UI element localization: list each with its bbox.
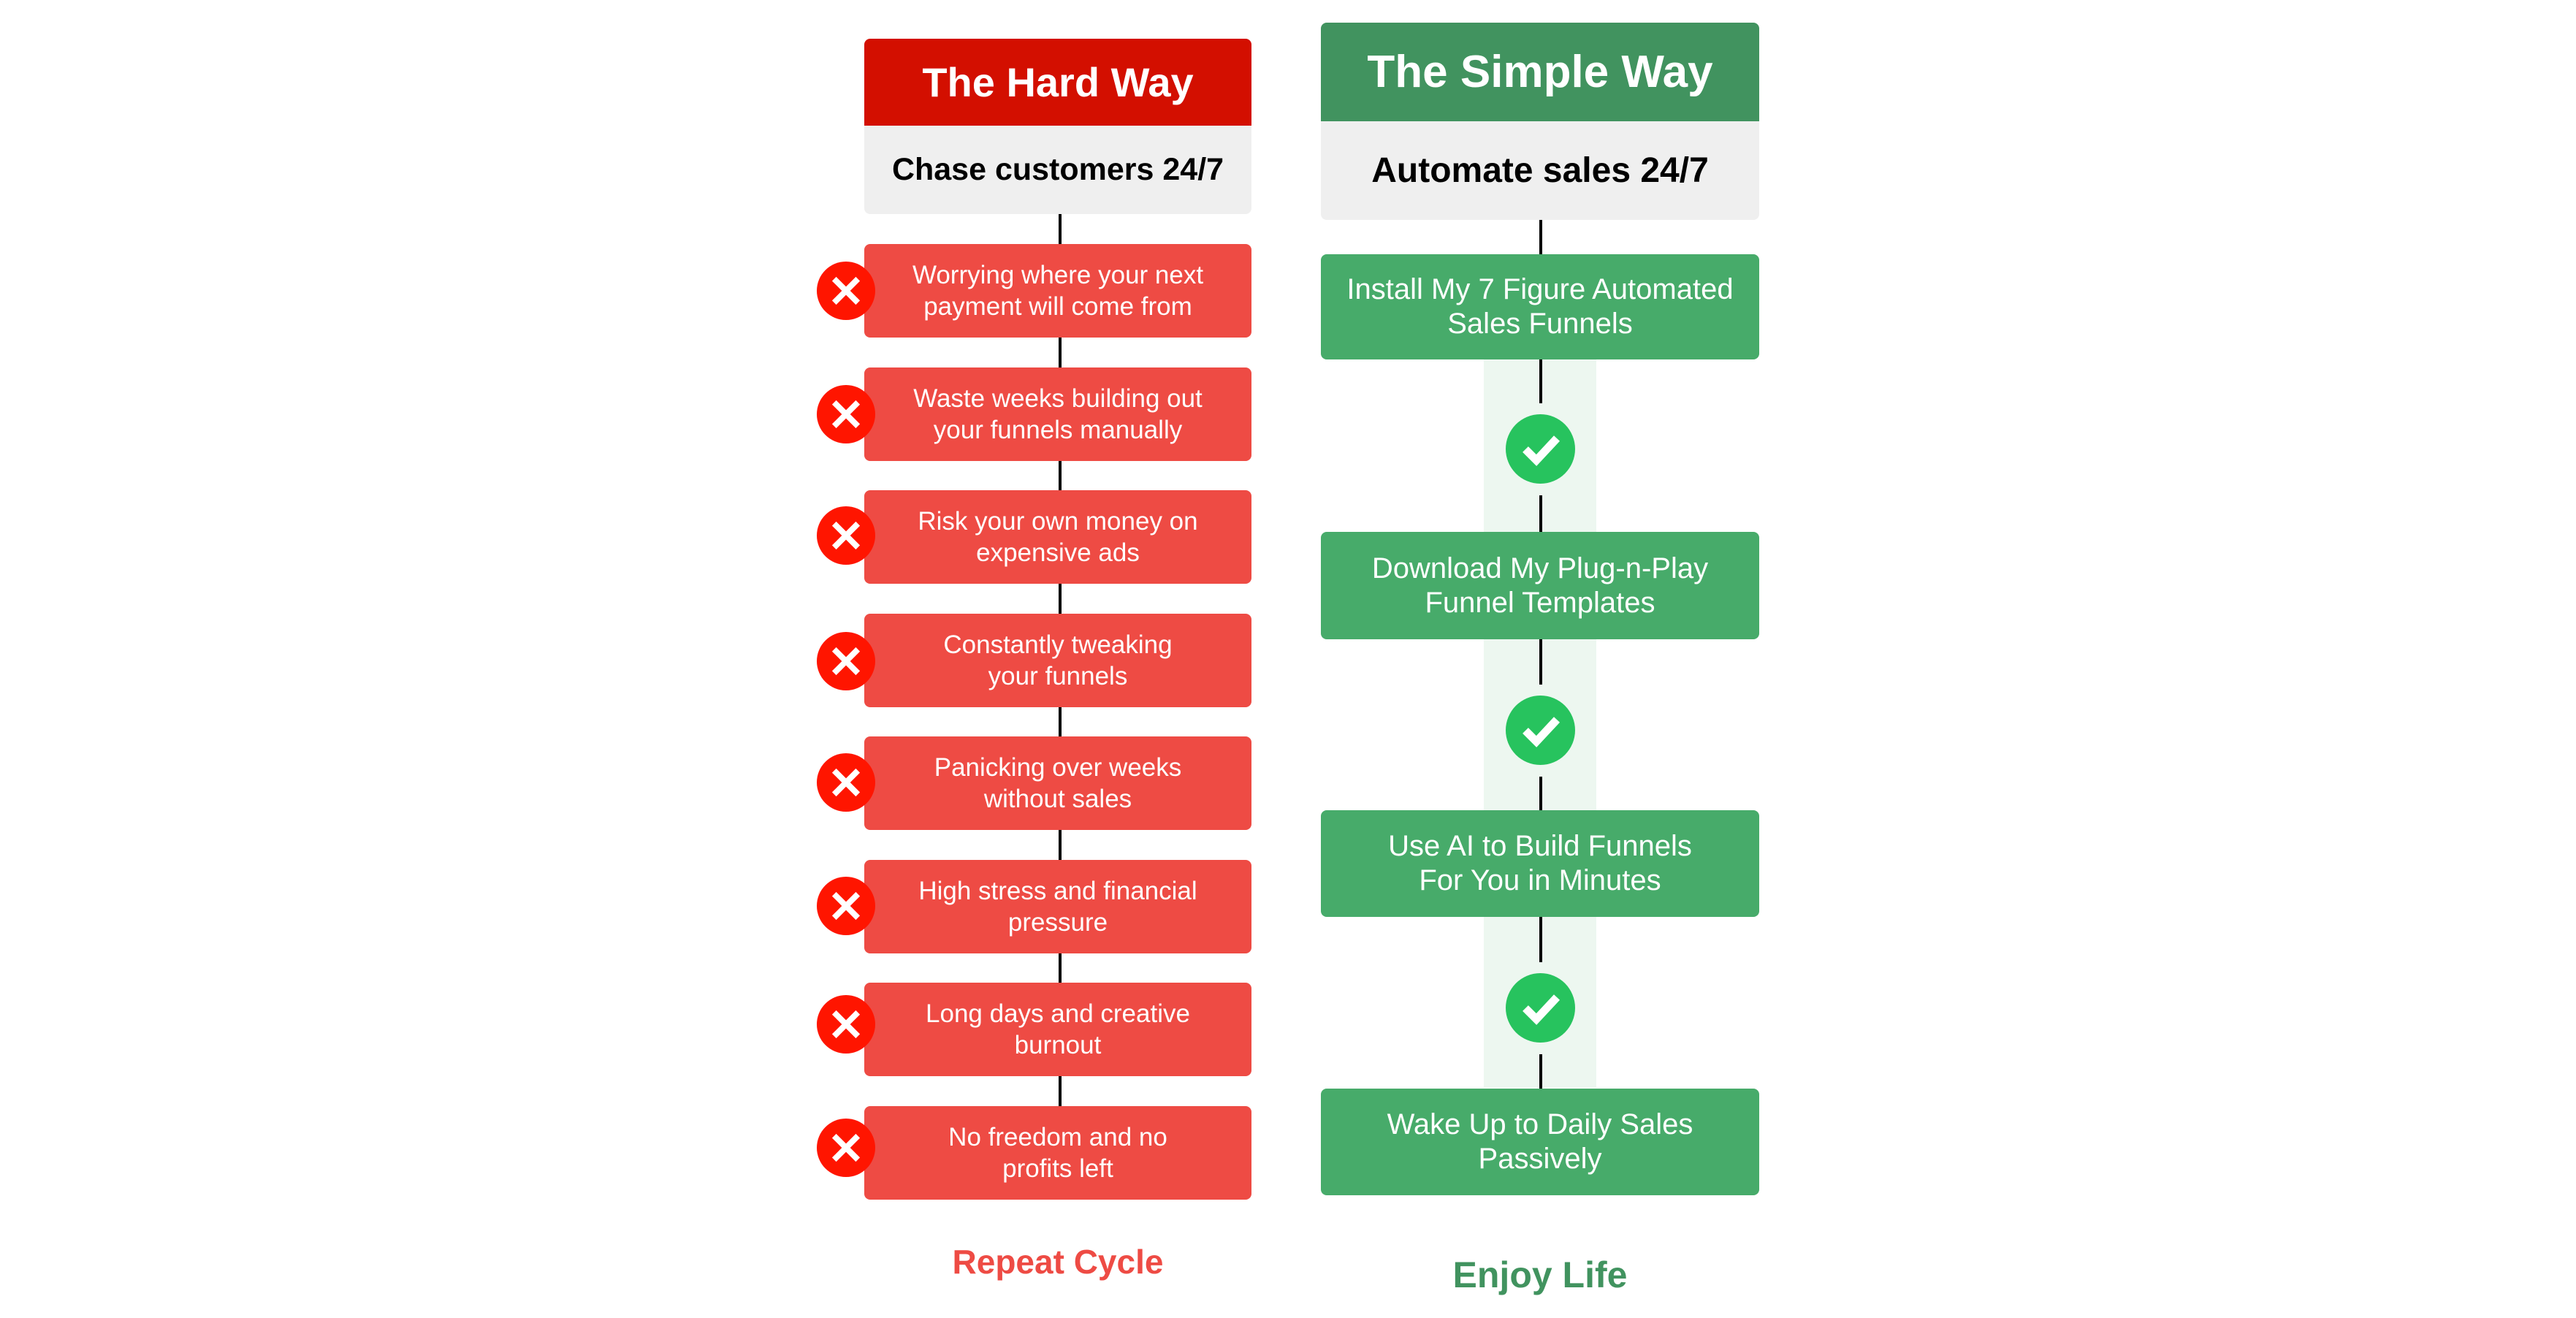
x-circle-icon: [817, 262, 875, 320]
connector-line: [1059, 707, 1062, 737]
hard-way-title: The Hard Way: [864, 39, 1251, 126]
hard-way-step: Waste weeks building out your funnels ma…: [864, 367, 1251, 461]
connector-line: [1539, 1054, 1542, 1089]
hard-way-subtitle: Chase customers 24/7: [864, 126, 1251, 214]
connector-line: [1539, 777, 1542, 810]
simple-way-step: Wake Up to Daily Sales Passively: [1321, 1089, 1759, 1195]
connector-line: [1059, 953, 1062, 983]
simple-way-subtitle: Automate sales 24/7: [1321, 121, 1759, 220]
x-circle-icon: [817, 753, 875, 812]
connector-line: [1059, 214, 1062, 244]
hard-way-step: Long days and creative burnout: [864, 983, 1251, 1076]
simple-way-step: Install My 7 Figure Automated Sales Funn…: [1321, 254, 1759, 359]
x-circle-icon: [817, 1119, 875, 1177]
connector-line: [1539, 917, 1542, 962]
connector-line: [1059, 1076, 1062, 1106]
simple-way-step: Use AI to Build Funnels For You in Minut…: [1321, 810, 1759, 917]
x-circle-icon: [817, 877, 875, 935]
simple-way-step: Download My Plug-n-Play Funnel Templates: [1321, 532, 1759, 639]
x-circle-icon: [817, 995, 875, 1054]
connector-line: [1059, 830, 1062, 860]
x-circle-icon: [817, 506, 875, 565]
connector-line: [1059, 461, 1062, 491]
x-circle-icon: [817, 632, 875, 690]
connector-line: [1539, 359, 1542, 403]
connector-line: [1539, 495, 1542, 532]
hard-way-step: High stress and financial pressure: [864, 860, 1251, 953]
simple-way-title: The Simple Way: [1321, 23, 1759, 121]
check-circle-icon: [1506, 696, 1575, 765]
hard-way-step: Worrying where your next payment will co…: [864, 244, 1251, 338]
hard-way-step: No freedom and no profits left: [864, 1106, 1251, 1200]
connector-line: [1059, 338, 1062, 367]
check-circle-icon: [1506, 414, 1575, 484]
simple-way-footer: Enjoy Life: [1452, 1254, 1628, 1295]
connector-line: [1539, 639, 1542, 685]
hard-way-step: Constantly tweaking your funnels: [864, 614, 1251, 707]
x-circle-icon: [817, 385, 875, 443]
check-circle-icon: [1506, 973, 1575, 1043]
hard-way-step: Panicking over weeks without sales: [864, 736, 1251, 830]
connector-line: [1059, 584, 1062, 614]
connector-line: [1539, 220, 1542, 254]
hard-way-step: Risk your own money on expensive ads: [864, 490, 1251, 584]
hard-way-footer: Repeat Cycle: [952, 1243, 1164, 1281]
